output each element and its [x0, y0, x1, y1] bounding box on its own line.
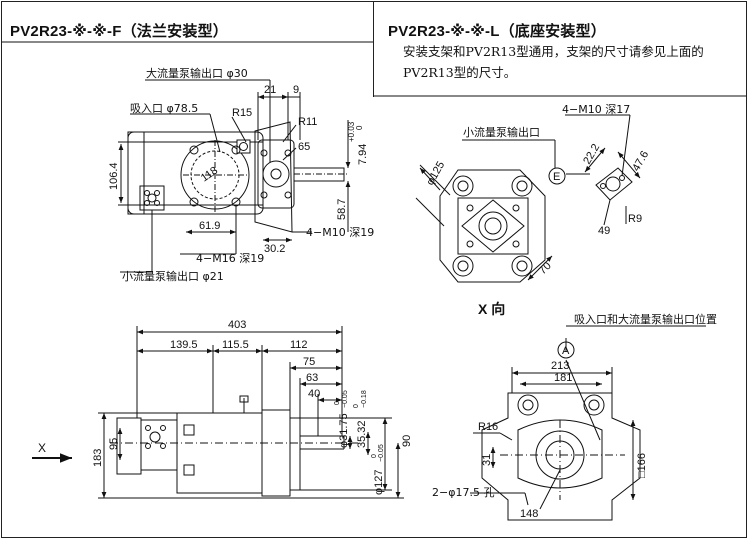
dim-30-2: 30.2	[264, 243, 285, 255]
dim-box-166: □166	[636, 453, 648, 478]
dim-shaft-31-75: φ31.75	[338, 413, 350, 448]
dim-181: 181	[554, 372, 572, 384]
dim-pilot-tol-dn: −0.05	[378, 444, 385, 462]
dim-90: 90	[401, 435, 413, 447]
dim-63: 63	[306, 372, 318, 384]
foot-small-outlet-label: 小流量泵输出口	[463, 125, 540, 139]
header-divider	[373, 2, 374, 97]
dim-7-94: 7.94	[357, 144, 369, 165]
dim-shaft-35-32-tol-up: 0	[353, 404, 360, 408]
callout-e-circle	[548, 167, 566, 185]
dim-r9: R9	[628, 213, 642, 225]
dim-61-9: 61.9	[199, 220, 220, 232]
dim-22-2: 22.2	[581, 142, 602, 167]
dim-40: 40	[308, 388, 320, 400]
dim-65: 65	[298, 141, 310, 153]
dim-112: 112	[290, 339, 308, 351]
dim-95: 95	[108, 438, 120, 450]
dim-213: 213	[551, 360, 569, 372]
dim-106-4: 106.4	[108, 162, 120, 190]
dim-r15: R15	[232, 107, 252, 119]
dim-70: 70	[537, 260, 554, 277]
foot-title: PV2R23-※-※-L（底座安装型）	[388, 23, 606, 40]
dim-31: 31	[481, 454, 493, 466]
inlet-label: 吸入口 φ78.5	[130, 102, 198, 115]
dim-58-7: 58.7	[336, 199, 348, 220]
dim-7-94-tol-dn: 0	[355, 125, 364, 130]
callout-a: A	[562, 345, 570, 357]
dim-shaft-35-32: 35.32	[356, 420, 368, 448]
small-outlet-label: 小流量泵输出口 φ21	[122, 269, 224, 283]
dim-21: 21	[264, 84, 276, 96]
dim-49: 49	[598, 225, 610, 237]
side-view	[32, 326, 404, 499]
x-view-label: X 向	[478, 301, 505, 317]
dim-403: 403	[228, 319, 246, 331]
callout-e: E	[553, 171, 560, 183]
inlet-outlet-position-label: 吸入口和大流量泵输出口位置	[574, 312, 717, 326]
dim-shaft-31-75-tol-dn: −0.05	[342, 390, 349, 408]
dim-47-6: 47.6	[630, 149, 651, 174]
flange-front-view	[118, 79, 351, 273]
dim-shaft-31-75-tol-up: 0	[334, 401, 341, 405]
foot-front-view	[415, 114, 641, 283]
dim-phi-125: φ125	[424, 159, 447, 187]
dim-shaft-35-32-tol-dn: −0.18	[361, 390, 368, 408]
dim-7-94-tol-up: +0.03	[347, 121, 356, 142]
foot-side-view	[470, 325, 706, 521]
m16-label: 4−M16 深19	[196, 252, 264, 265]
dim-75: 75	[303, 356, 315, 368]
note-line-1: 安装支架和PV2R13型通用，支架的尺寸请参见上面的	[403, 44, 704, 59]
dim-pilot-127: φ127	[373, 470, 385, 496]
holes-label: 2−φ17.5 孔	[432, 486, 494, 499]
dim-148: 148	[520, 508, 538, 520]
dim-115-5: 115.5	[222, 339, 249, 351]
dim-118: 118	[199, 165, 220, 185]
dim-139-5: 139.5	[170, 339, 198, 351]
dim-183: 183	[92, 449, 104, 467]
x-direction-label: X	[38, 441, 46, 455]
dim-r11: R11	[298, 116, 317, 128]
m10-label: 4−M10 深19	[306, 226, 374, 239]
m10-17-label: 4−M10 深17	[562, 103, 630, 116]
dim-r16: R16	[478, 421, 498, 433]
flange-title: PV2R23-※-※-F（法兰安装型）	[10, 23, 228, 40]
dim-pilot-tol-up: 0	[371, 454, 378, 458]
dim-9: 9	[293, 84, 299, 96]
large-outlet-label: 大流量泵输出口 φ30	[146, 66, 248, 80]
mounting-note: 安装支架和PV2R13型通用，支架的尺寸请参见上面的 PV2R13型的尺寸。	[403, 41, 704, 83]
callout-a-circle	[557, 341, 575, 359]
note-line-2: PV2R13型的尺寸。	[403, 65, 517, 80]
